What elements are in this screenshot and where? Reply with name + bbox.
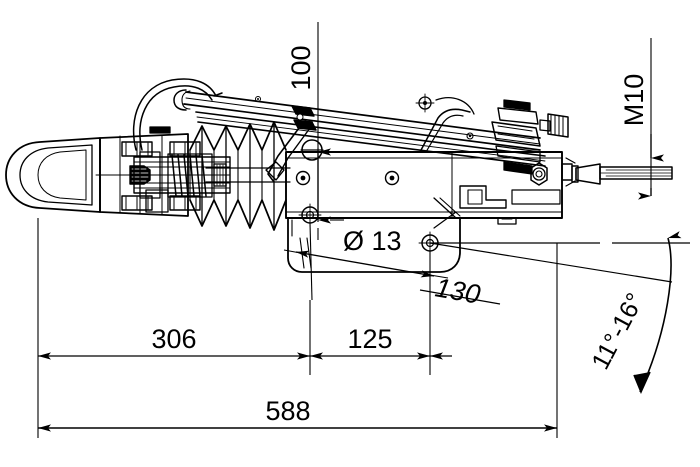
dimension-labels: 100 M10 Ø 13 130 11°-16° 306 125 588 — [151, 45, 649, 426]
threaded-rod-m10 — [571, 163, 673, 185]
dim-588-group — [38, 243, 558, 438]
label-thread-m10: M10 — [619, 74, 649, 127]
label-dim-306: 306 — [151, 324, 196, 354]
label-height-100: 100 — [286, 45, 316, 90]
label-angle-range: 11°-16° — [586, 288, 649, 374]
label-dim-588: 588 — [265, 396, 310, 426]
label-hole-spacing-130: 130 — [433, 272, 483, 309]
label-hole-diameter-13: Ø 13 — [343, 226, 402, 256]
rubber-bellows — [189, 121, 291, 231]
coupling-housing — [99, 126, 231, 217]
drawbar-beam — [285, 151, 576, 225]
upper-bracket — [300, 93, 561, 209]
dim-angle-group — [429, 231, 690, 395]
mounting-plate — [287, 197, 461, 273]
dim-chain-group — [37, 218, 452, 438]
coupling-head — [5, 137, 151, 213]
label-dim-125: 125 — [347, 324, 392, 354]
dimension-layer — [37, 22, 690, 438]
handbrake-lever — [173, 89, 569, 183]
coupling-assembly-geometry — [5, 78, 673, 273]
dim-130-group — [283, 249, 501, 305]
dim-100-group — [317, 22, 344, 224]
